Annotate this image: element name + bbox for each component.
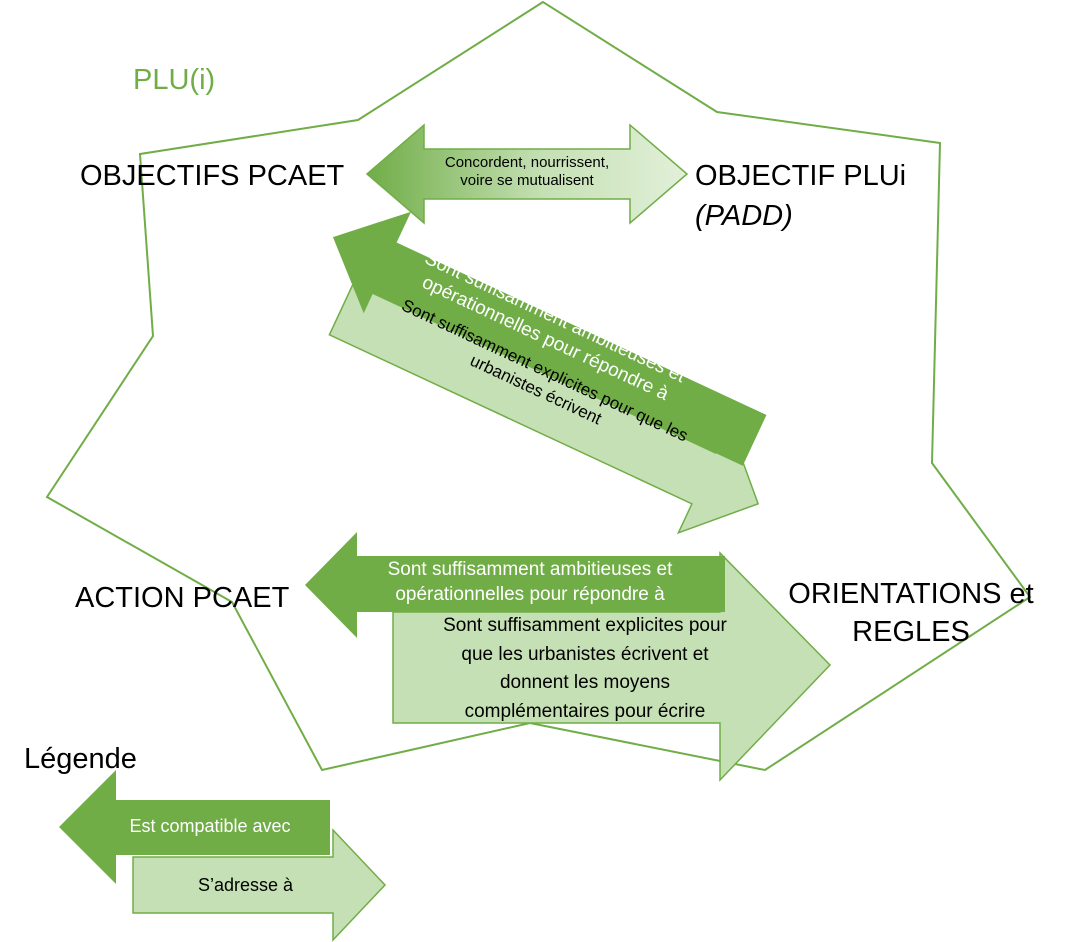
diagonal-arrow-compatible — [332, 211, 767, 466]
node-objectif-plui: OBJECTIF PLUi — [695, 160, 907, 192]
node-orientations-line1: ORIENTATIONS et — [788, 578, 1034, 610]
node-objectifs-pcaet: OBJECTIFS PCAET — [80, 160, 345, 192]
label-horizontal-addresses-line1: Sont suffisamment explicites pour — [443, 615, 727, 636]
label-horizontal-compatible-line2: opérationnelles pour répondre à — [395, 583, 665, 605]
label-concordent-line2: voire se mutualisent — [460, 172, 594, 190]
label-concordent-line1: Concordent, nourrissent, — [444, 154, 610, 171]
label-horizontal-addresses-line3: donnent les moyens — [499, 672, 671, 693]
legend-arrow-compatible — [59, 770, 330, 884]
node-action-pcaet: ACTION PCAET — [75, 582, 290, 614]
legend-title: Légende — [24, 743, 137, 775]
double-arrow-concordent — [365, 123, 689, 225]
plui-outline — [45, 0, 1032, 772]
node-objectif-plui-padd: (PADD) — [695, 200, 793, 232]
legend-label-compatible: Est compatible avec — [129, 816, 291, 836]
label-horizontal-addresses-line2: que les urbanistes écrivent et — [461, 643, 709, 665]
plui-container-label: PLU(i) — [133, 64, 216, 96]
label-horizontal-compatible-line1: Sont suffisamment ambitieuses et — [387, 559, 673, 580]
label-horizontal-addresses: Sont suffisamment explicites pour que le… — [395, 612, 775, 726]
legend-arrow-addresses — [132, 828, 387, 942]
label-concordent: Concordent, nourrissent, voire se mutual… — [412, 154, 642, 191]
horizontal-arrow-compatible-body — [357, 556, 725, 612]
node-orientations-regles: ORIENTATIONS et REGLES — [776, 576, 1046, 651]
label-horizontal-compatible: Sont suffisamment ambitieuses et opérati… — [345, 558, 715, 607]
legend-label-addresses: S’adresse à — [197, 875, 294, 895]
node-orientations-line2: REGLES — [852, 615, 970, 648]
label-horizontal-addresses-line4: complémentaires pour écrire — [464, 700, 706, 722]
